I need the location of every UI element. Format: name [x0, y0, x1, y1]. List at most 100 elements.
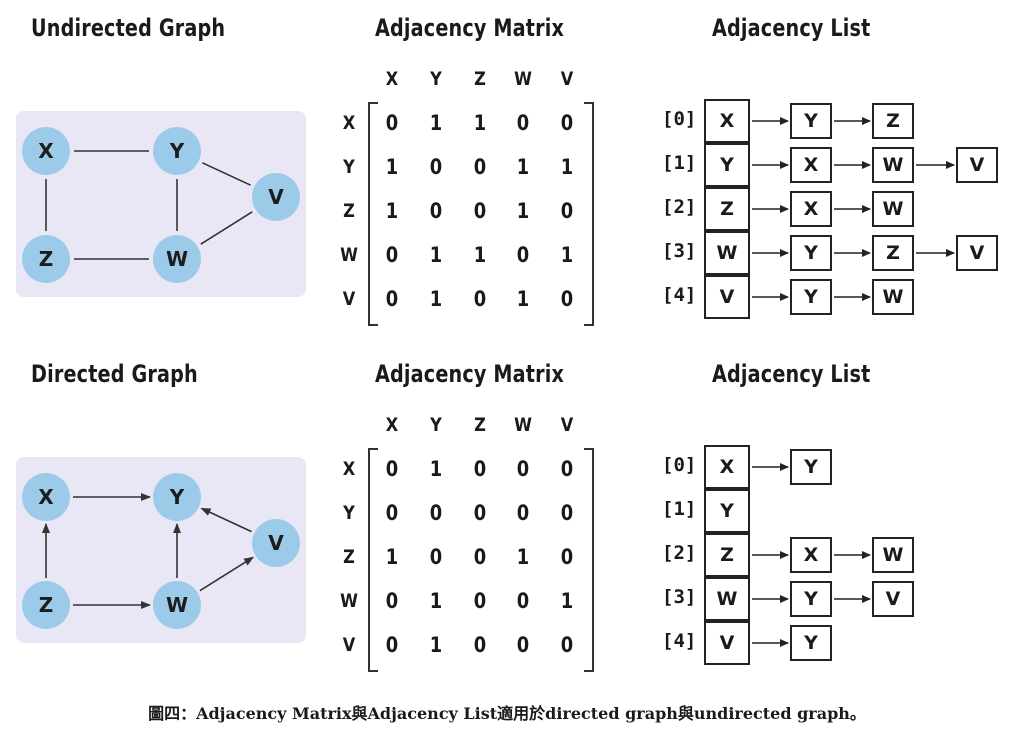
matrix-title: Adjacency Matrix — [375, 360, 565, 388]
list-neighbor-box: X — [790, 147, 832, 183]
matrix-cell: 0 — [560, 457, 574, 481]
matrix-cell: 1 — [560, 589, 574, 613]
matrix-cell: 1 — [429, 287, 443, 311]
matrix-cell: 0 — [473, 501, 487, 525]
matrix-row-label: V — [342, 634, 356, 656]
matrix-cell: 1 — [516, 545, 530, 569]
matrix-cell: 0 — [516, 501, 530, 525]
matrix-cell: 0 — [429, 545, 443, 569]
list-neighbor-box: Y — [790, 235, 832, 271]
list-head-box: X — [704, 445, 750, 489]
graph-node-label: Z — [39, 593, 54, 617]
matrix-row-label: Z — [343, 200, 355, 222]
list-neighbor-box: Y — [790, 449, 832, 485]
matrix-cell: 0 — [473, 155, 487, 179]
list-neighbor-box: X — [790, 191, 832, 227]
graph-node-x — [22, 473, 70, 521]
list-head-box: Z — [704, 187, 750, 231]
matrix-cell: 0 — [385, 457, 399, 481]
list-index-label: [3] — [662, 240, 697, 262]
matrix-cell: 0 — [473, 287, 487, 311]
matrix-col-label: X — [385, 414, 399, 436]
matrix-cell: 0 — [385, 589, 399, 613]
graph-node-label: Y — [169, 485, 185, 509]
matrix-cell: 0 — [473, 633, 487, 657]
graph-node-x — [22, 127, 70, 175]
matrix-cell: 1 — [429, 243, 443, 267]
matrix-title: Adjacency Matrix — [375, 14, 565, 42]
matrix-row-label: X — [342, 458, 356, 480]
matrix-cell: 0 — [385, 501, 399, 525]
matrix-col-label: W — [514, 414, 532, 436]
graph-node-w — [153, 235, 201, 283]
matrix-col-label: X — [385, 68, 399, 90]
list-index-label: [1] — [662, 152, 697, 174]
matrix-cell: 0 — [385, 111, 399, 135]
matrix-cell: 1 — [516, 199, 530, 223]
matrix-cell: 1 — [385, 545, 399, 569]
matrix-col-label: W — [514, 68, 532, 90]
list-neighbor-box: W — [872, 279, 914, 315]
list-index-label: [0] — [662, 108, 697, 130]
matrix-cell: 0 — [473, 199, 487, 223]
matrix-cell: 0 — [516, 457, 530, 481]
list-neighbor-box: Z — [872, 103, 914, 139]
graph-node-z — [22, 581, 70, 629]
matrix-cell: 0 — [516, 633, 530, 657]
matrix-cell: 0 — [560, 545, 574, 569]
matrix-cell: 1 — [429, 589, 443, 613]
matrix-cell: 0 — [560, 287, 574, 311]
matrix-row-label: V — [342, 288, 356, 310]
graph-node-label: V — [268, 185, 284, 209]
matrix-cell: 0 — [516, 111, 530, 135]
list-neighbor-box: Y — [790, 625, 832, 661]
list-index-label: [4] — [662, 284, 697, 306]
matrix-cell: 0 — [385, 243, 399, 267]
matrix-cell: 0 — [385, 287, 399, 311]
graph-node-label: Z — [39, 247, 54, 271]
graph-title: Undirected Graph — [31, 14, 226, 42]
list-neighbor-box: X — [790, 537, 832, 573]
matrix-cell: 0 — [560, 501, 574, 525]
matrix-right-bracket — [584, 102, 594, 326]
list-index-label: [2] — [662, 542, 697, 564]
matrix-cell: 0 — [560, 199, 574, 223]
graph-edge-y-v — [202, 162, 251, 186]
matrix-row-label: Y — [343, 502, 355, 524]
directed-section: Directed Graph Adjacency Matrix Adjacenc… — [0, 346, 1014, 692]
matrix-cell: 0 — [429, 501, 443, 525]
matrix-cell: 1 — [560, 243, 574, 267]
list-index-label: [1] — [662, 498, 697, 520]
matrix-cell: 0 — [560, 111, 574, 135]
graph-node-y — [153, 473, 201, 521]
matrix-cell: 1 — [429, 633, 443, 657]
matrix-col-label: Z — [474, 414, 486, 436]
list-index-label: [2] — [662, 196, 697, 218]
list-head-box: Z — [704, 533, 750, 577]
matrix-col-label: V — [560, 414, 574, 436]
matrix-col-label: V — [560, 68, 574, 90]
figure-caption: 圖四：Adjacency Matrix與Adjacency List適用於dir… — [148, 704, 866, 723]
graph-node-label: X — [38, 139, 54, 163]
list-head-box: V — [704, 621, 750, 665]
matrix-row-label: Y — [343, 156, 355, 178]
matrix-cell: 1 — [473, 243, 487, 267]
matrix-cell: 0 — [429, 199, 443, 223]
list-neighbor-box: W — [872, 537, 914, 573]
matrix-col-label: Z — [474, 68, 486, 90]
matrix-cell: 0 — [473, 457, 487, 481]
list-head-box: W — [704, 231, 750, 275]
matrix-right-bracket — [584, 448, 594, 672]
graph-node-v — [252, 519, 300, 567]
matrix-cell: 1 — [516, 287, 530, 311]
matrix-cell: 1 — [560, 155, 574, 179]
matrix-row-label: W — [340, 244, 358, 266]
list-neighbor-box: W — [872, 191, 914, 227]
list-index-label: [4] — [662, 630, 697, 652]
undirected-section: Undirected Graph Adjacency Matrix Adjace… — [0, 0, 1014, 346]
matrix-cell: 0 — [385, 633, 399, 657]
matrix-cell: 1 — [385, 155, 399, 179]
matrix-cell: 1 — [385, 199, 399, 223]
list-neighbor-box: V — [956, 235, 998, 271]
